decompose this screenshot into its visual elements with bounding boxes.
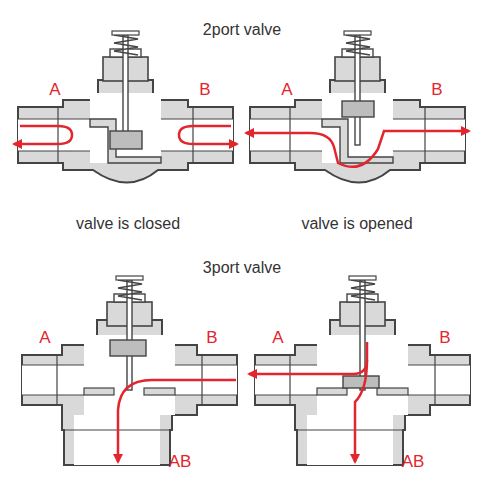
port-label: B (199, 81, 210, 100)
state-caption: valve is opened (301, 215, 412, 233)
port-label: B (439, 329, 450, 348)
three-port-valve-b-to-ab (22, 276, 237, 465)
port-label: AB (402, 453, 425, 472)
port-label: A (39, 329, 50, 348)
two-port-valve-opened (246, 31, 469, 183)
port-label: A (272, 329, 283, 348)
state-caption: valve is closed (76, 215, 180, 233)
section-heading: 2port valve (203, 21, 281, 39)
port-label: B (431, 81, 442, 100)
port-label: B (206, 329, 217, 348)
port-label: A (49, 81, 60, 100)
two-port-valve-closed (14, 31, 237, 183)
port-label: AB (169, 453, 192, 472)
port-label: A (281, 81, 292, 100)
three-port-valve-a-to-ab (249, 276, 470, 465)
section-heading: 3port valve (203, 259, 281, 277)
